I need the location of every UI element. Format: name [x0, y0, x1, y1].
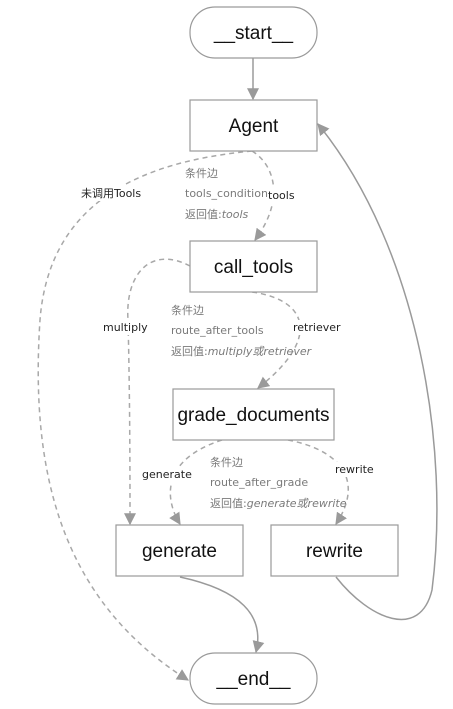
edge-rewrite-agent: [317, 123, 438, 621]
node-start-label: __start__: [213, 23, 294, 44]
note-agent-condition: 条件边 tools_condition 返回值:tools: [185, 166, 268, 221]
edge-label-no-tools: 未调用Tools: [81, 187, 141, 200]
note-grade-kind: 条件边: [210, 455, 243, 469]
edge-label-multiply: multiply: [103, 321, 148, 334]
note-calltools-func: route_after_tools: [171, 324, 264, 337]
note-calltools-return: 返回值:multiply或retriever: [171, 345, 313, 358]
edge-label-rewrite: rewrite: [335, 463, 374, 476]
node-end-label: __end__: [216, 669, 291, 690]
edge-label-generate: generate: [142, 468, 192, 481]
note-agent-func: tools_condition: [185, 187, 268, 200]
edge-agent-calltools: [251, 150, 275, 241]
edge-label-tools: tools: [268, 189, 295, 202]
node-agent[interactable]: Agent: [189, 99, 318, 152]
edge-calltools-grade: [251, 291, 301, 389]
note-calltools-kind: 条件边: [171, 303, 204, 317]
note-grade-condition: 条件边 route_after_grade 返回值:generate或rewri…: [210, 455, 347, 510]
note-agent-return: 返回值:tools: [185, 208, 249, 221]
note-calltools-condition: 条件边 route_after_tools 返回值:multiply或retri…: [171, 303, 313, 358]
node-generate[interactable]: generate: [115, 524, 244, 577]
node-end[interactable]: __end__: [189, 652, 318, 705]
note-agent-kind: 条件边: [185, 166, 218, 180]
node-grade-documents-label: grade_documents: [177, 405, 329, 426]
node-agent-label: Agent: [229, 116, 279, 137]
note-grade-return: 返回值:generate或rewrite: [210, 497, 347, 510]
node-call-tools-label: call_tools: [214, 257, 293, 278]
edge-calltools-generate: [123, 258, 191, 526]
node-call-tools[interactable]: call_tools: [189, 240, 318, 293]
node-start[interactable]: __start__: [189, 6, 318, 59]
edge-label-retriever: retriever: [293, 321, 341, 334]
edge-generate-end: [179, 576, 265, 654]
node-generate-label: generate: [142, 541, 217, 562]
node-grade-documents[interactable]: grade_documents: [172, 388, 335, 441]
node-rewrite[interactable]: rewrite: [270, 524, 399, 577]
edge-agent-end: [37, 150, 253, 681]
note-grade-func: route_after_grade: [210, 476, 308, 489]
node-rewrite-label: rewrite: [306, 541, 363, 562]
